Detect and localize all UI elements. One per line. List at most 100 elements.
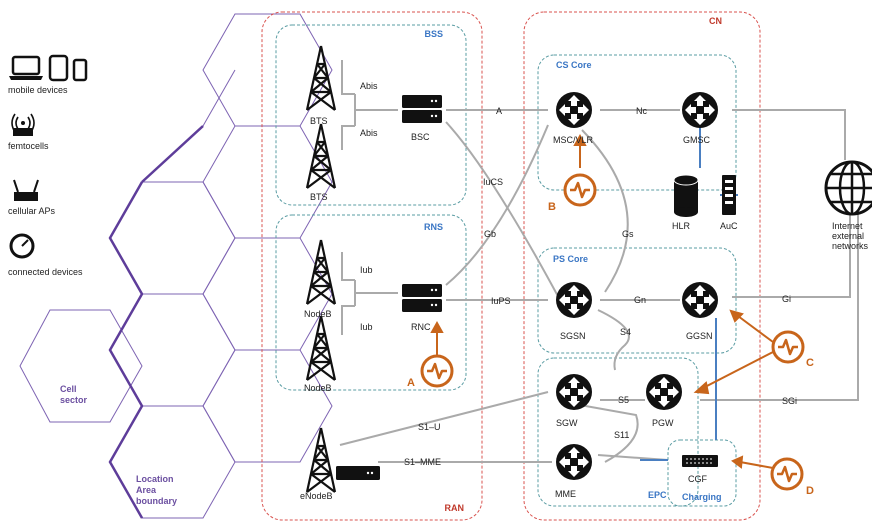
internet-label-line: networks <box>832 241 869 251</box>
cs-core-title: CS Core <box>556 60 592 70</box>
internet-label-line: external <box>832 231 864 241</box>
location-area-boundary-line <box>108 181 144 519</box>
hex-cell <box>202 237 333 351</box>
hlr-label: HLR <box>672 221 691 231</box>
s1u-link-label: S1–U <box>418 422 441 432</box>
location-area-label: Location Area boundary <box>136 474 177 506</box>
abis-label: Abis <box>360 128 378 138</box>
bts-tower-icon <box>305 44 337 112</box>
a-link-label: A <box>496 106 502 116</box>
cellular-ap-icon <box>13 179 39 201</box>
cgf-label: CGF <box>688 474 708 484</box>
enodeb-tower-icon <box>305 426 337 494</box>
pgw-label: PGW <box>652 418 674 428</box>
s5-link-label: S5 <box>618 395 629 405</box>
sgi-link-label: SGi <box>782 396 797 406</box>
epc-area <box>537 357 699 507</box>
location-area-line: boundary <box>136 496 177 506</box>
probe-d-letter: D <box>806 485 814 497</box>
internet-label: Internet external networks <box>832 221 869 251</box>
internet-label-line: Internet <box>832 221 863 231</box>
device-label: mobile devices <box>8 85 68 95</box>
rnc-label: RNC <box>411 322 431 332</box>
nc-link-label: Nc <box>636 106 647 116</box>
probe-d-icon <box>770 457 804 491</box>
iub-label: Iub <box>360 265 373 275</box>
ggsn-label: GGSN <box>686 331 713 341</box>
s4-link-label: S4 <box>620 327 631 337</box>
bss-area <box>275 24 467 206</box>
enodeb-unit-icon <box>336 466 380 480</box>
probe-a-letter: A <box>407 377 415 389</box>
device-label: cellular APs <box>8 206 56 216</box>
hex-cell <box>202 13 333 127</box>
gmsc-label: GMSC <box>683 135 711 145</box>
connected-device-icon <box>9 233 35 259</box>
ran-area <box>261 11 483 521</box>
auc-label: AuC <box>720 221 738 231</box>
cell-sector-line: Cell <box>60 384 77 394</box>
nodeb-label: NodeB <box>304 383 332 393</box>
cn-title: CN <box>709 16 722 26</box>
bss-title: BSS <box>424 29 443 39</box>
gb-link-label: Gb <box>484 229 496 239</box>
mme-label: MME <box>555 489 576 499</box>
probe-arrows <box>430 133 774 469</box>
iub-label: Iub <box>360 322 373 332</box>
probe-b-icon <box>563 173 597 207</box>
bsc-label: BSC <box>411 132 430 142</box>
gi-link-label: Gi <box>782 294 791 304</box>
globe-icon <box>824 160 872 216</box>
enodeb-label: eNodeB <box>300 491 333 501</box>
femtocell-icon <box>11 113 35 136</box>
epc-title: EPC <box>648 490 667 500</box>
iucs-link-label: IuCS <box>483 177 503 187</box>
sgw-router-icon <box>556 374 592 410</box>
bsc-server-icon <box>402 95 442 123</box>
ran-title: RAN <box>445 503 465 513</box>
bts-label: BTS <box>310 192 328 202</box>
abis-label: Abis <box>360 81 378 91</box>
hex-cell <box>202 349 333 463</box>
cn-area <box>523 11 761 521</box>
hex-cell <box>109 181 236 295</box>
auc-device-icon <box>722 175 736 215</box>
location-area-line: Location <box>136 474 174 484</box>
sgsn-router-icon <box>556 282 592 318</box>
nodeb-tower-icon <box>305 238 337 306</box>
hlr-database-icon <box>673 174 699 217</box>
bts-label: BTS <box>310 116 328 126</box>
hex-cell <box>19 309 143 423</box>
device-label: femtocells <box>8 141 49 151</box>
phone-icon <box>72 58 88 82</box>
probe-c-letter: C <box>806 357 814 369</box>
probe-a-icon <box>420 354 454 388</box>
mme-router-icon <box>556 444 592 480</box>
gs-link-label: Gs <box>622 229 634 239</box>
nodeb-label: NodeB <box>304 309 332 319</box>
cell-sector-label: Cell sector <box>60 384 88 405</box>
ps-core-title: PS Core <box>553 254 588 264</box>
cs-core-area <box>537 54 737 191</box>
location-area-line: Area <box>136 485 157 495</box>
charging-title: Charging <box>682 492 722 502</box>
rns-title: RNS <box>424 222 443 232</box>
gn-link-label: Gn <box>634 295 646 305</box>
cell-sector-line: sector <box>60 395 88 405</box>
gmsc-router-icon <box>682 92 718 128</box>
rnc-server-icon <box>402 284 442 312</box>
probe-b-letter: B <box>548 201 556 213</box>
msc-label: MSC/VLR <box>553 135 594 145</box>
cgf-device-icon <box>682 455 718 467</box>
bts-tower-icon <box>305 122 337 190</box>
device-label: connected devices <box>8 267 83 277</box>
sgw-label: SGW <box>556 418 578 428</box>
iups-link-label: IuPS <box>491 296 511 306</box>
msc-router-icon <box>556 92 592 128</box>
rns-area <box>275 214 467 391</box>
probe-c-icon <box>771 330 805 364</box>
s11-link-label: S11 <box>614 430 629 440</box>
laptop-icon <box>9 55 43 80</box>
charging-area <box>667 439 737 507</box>
